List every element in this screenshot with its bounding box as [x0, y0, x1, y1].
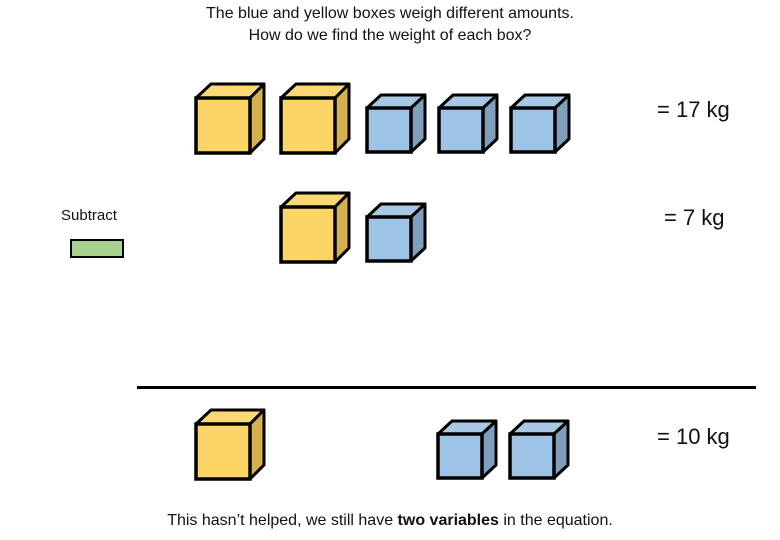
yellow-box-icon	[194, 408, 266, 481]
subtract-label: Subtract	[61, 207, 117, 224]
row1-equation: = 17 kg	[657, 97, 730, 122]
blue-box-icon	[365, 202, 427, 263]
conclusion-text: This hasn’t helped, we still have two va…	[0, 510, 780, 532]
blue-box-icon	[437, 93, 499, 154]
conclusion-prefix: This hasn’t helped, we still have	[167, 512, 398, 529]
result-divider	[137, 386, 756, 389]
blue-box-icon	[365, 93, 427, 154]
result-equation: = 10 kg	[657, 424, 730, 449]
subtract-bar-icon	[70, 239, 124, 258]
blue-box-icon	[509, 93, 571, 154]
conclusion-suffix: in the equation.	[498, 512, 613, 529]
row2-equation: = 7 kg	[664, 205, 725, 230]
yellow-box-icon	[279, 191, 351, 264]
yellow-box-icon	[279, 82, 351, 155]
problem-title: The blue and yellow boxes weigh differen…	[0, 3, 780, 47]
blue-box-icon	[436, 419, 498, 480]
conclusion-emphasis: two variables	[397, 512, 499, 529]
blue-box-icon	[508, 419, 570, 480]
yellow-box-icon	[194, 82, 266, 155]
title-line-1: The blue and yellow boxes weigh differen…	[206, 5, 574, 22]
title-line-2: How do we find the weight of each box?	[248, 27, 532, 44]
